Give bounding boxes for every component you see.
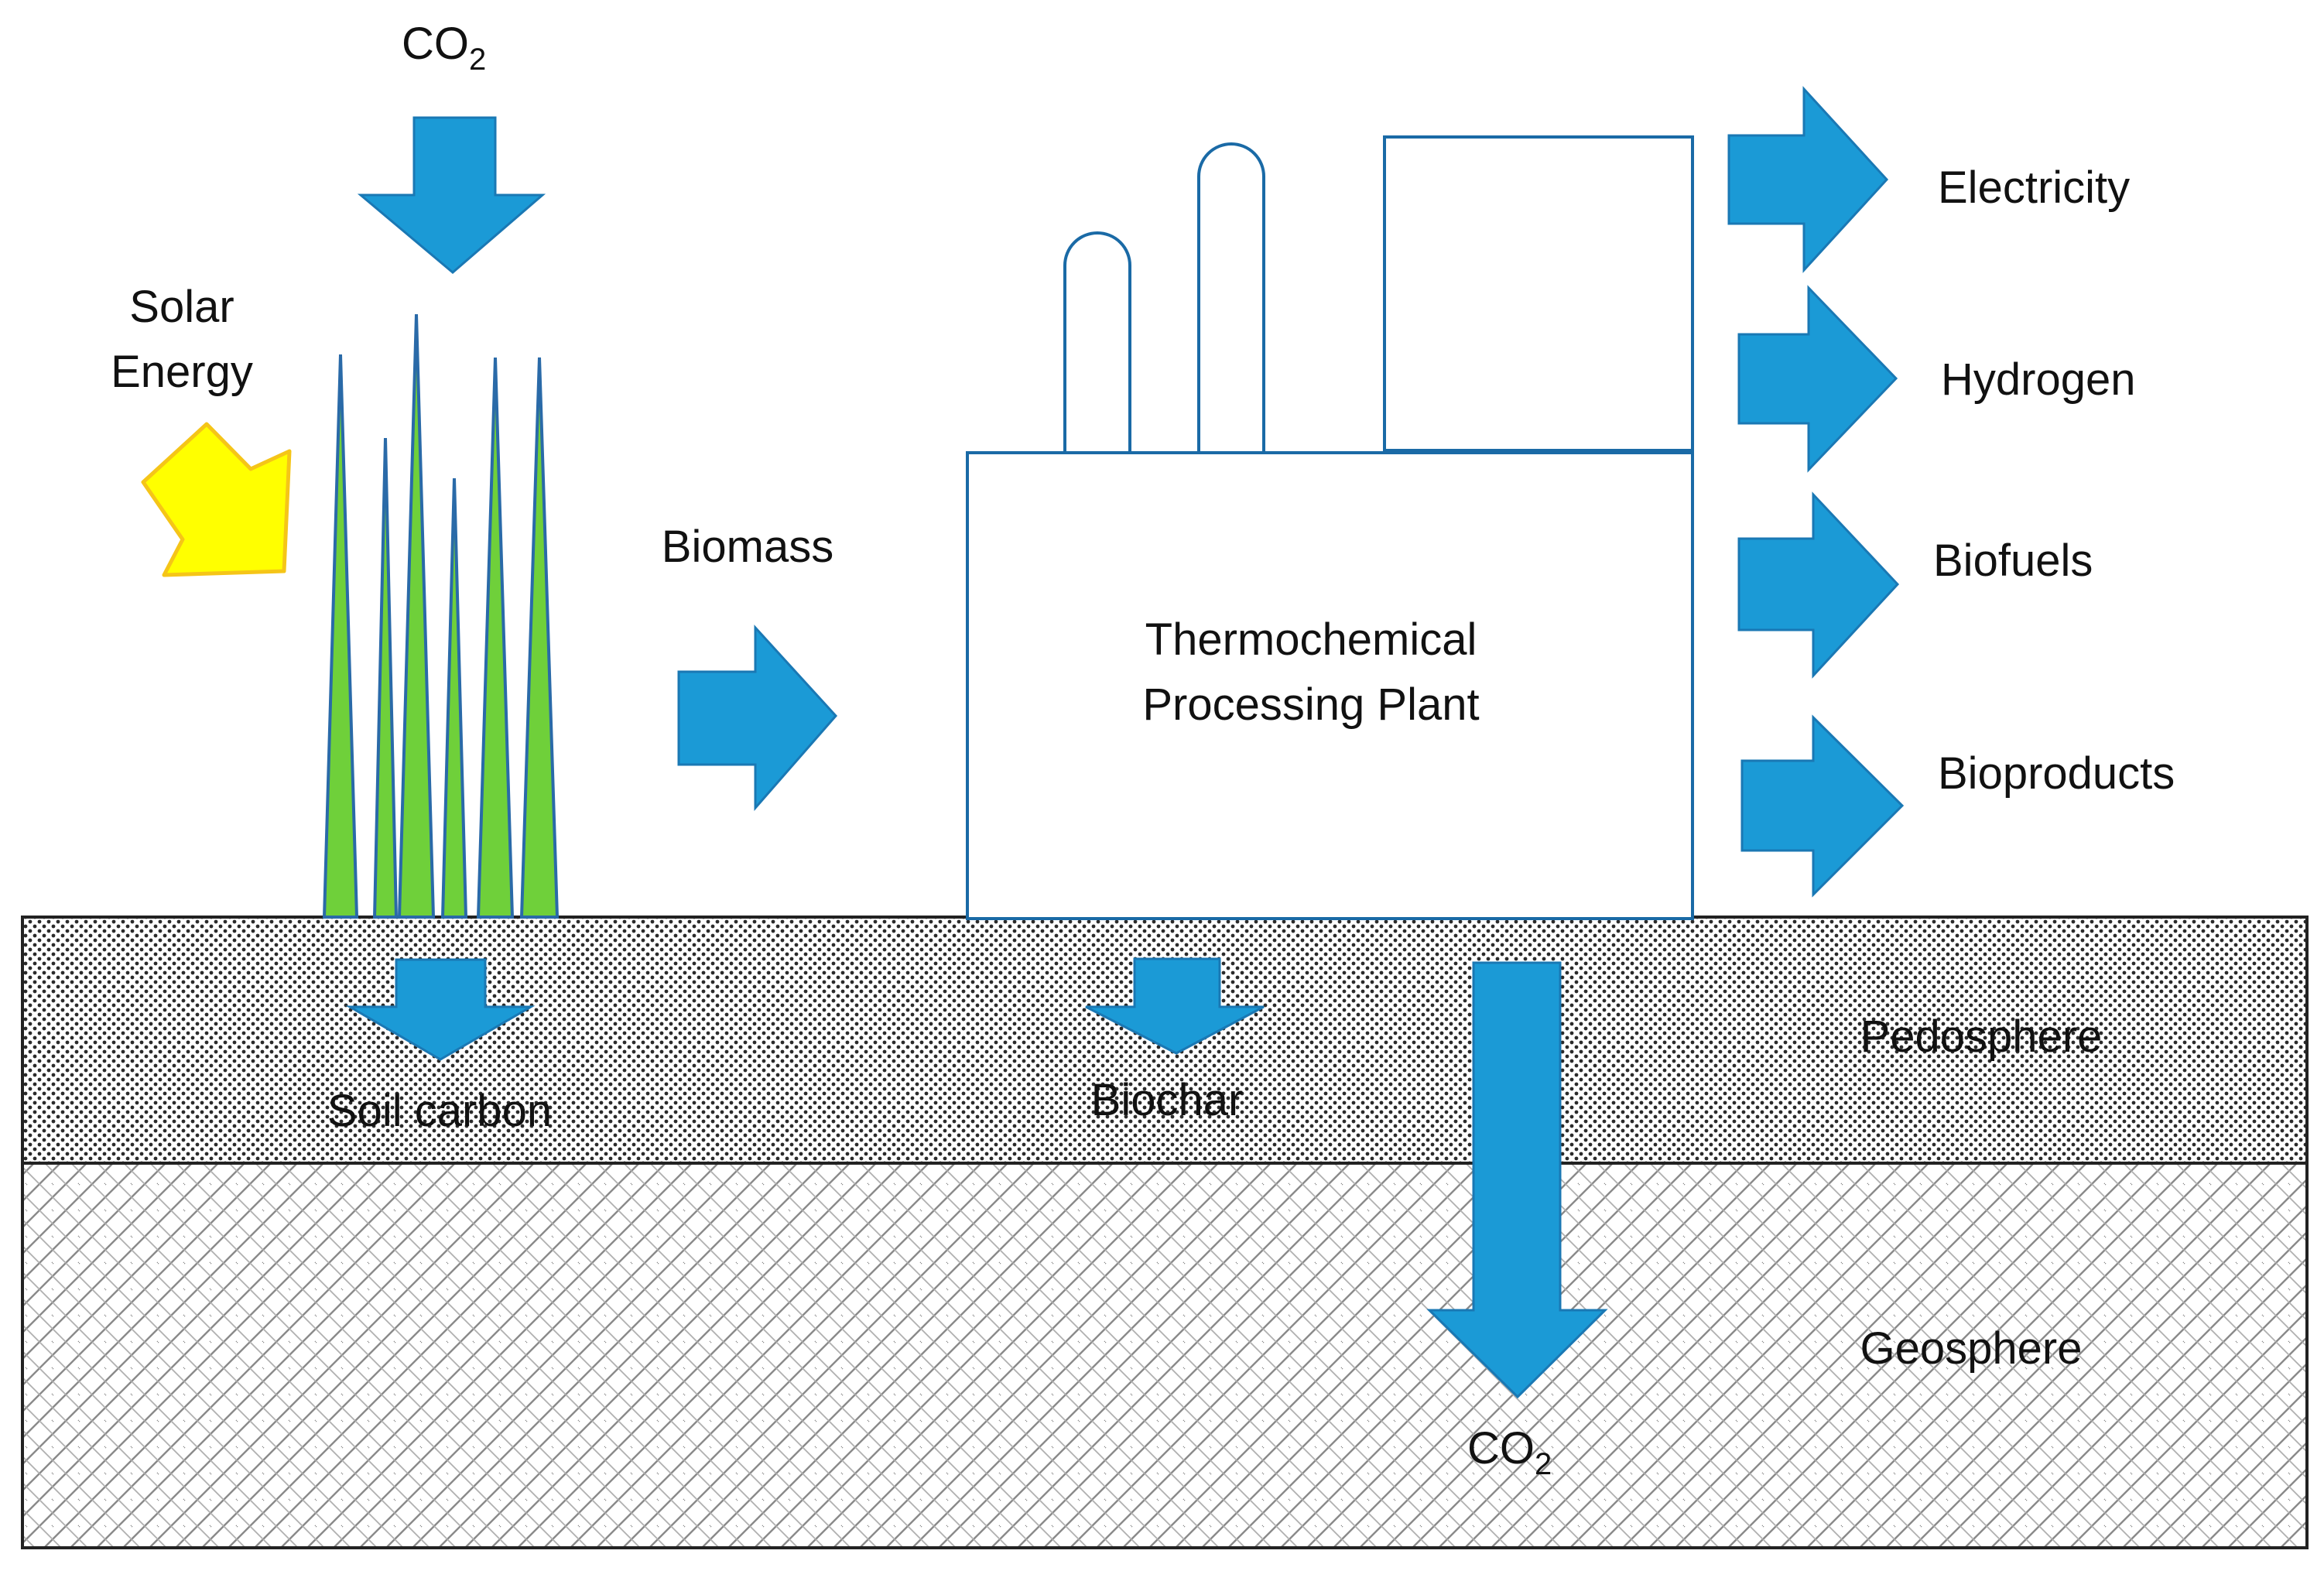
biofuels-label: Biofuels xyxy=(1933,536,2093,586)
grass-blade xyxy=(397,313,436,919)
co2-bottom-label: CO2 xyxy=(1467,1423,1552,1481)
solar-energy-label-line1: Solar xyxy=(129,282,234,332)
solar-energy-label-line2: Energy xyxy=(111,347,253,397)
co2-bottom-subscript: 2 xyxy=(1535,1447,1552,1481)
hydrogen-arrow xyxy=(1737,285,1898,473)
grass-plants xyxy=(322,313,560,919)
plant-tower xyxy=(1383,135,1694,452)
grass-blade xyxy=(440,477,468,919)
solar-energy-arrow xyxy=(141,422,292,577)
grass-blade xyxy=(519,357,560,919)
bioproducts-label: Bioproducts xyxy=(1938,748,2175,799)
electricity-label: Electricity xyxy=(1938,163,2130,213)
plant-main-building xyxy=(966,451,1694,920)
co2-top-label: CO2 xyxy=(402,19,486,77)
soil-carbon-label: Soil carbon xyxy=(327,1086,552,1136)
pedosphere-label: Pedosphere xyxy=(1860,1011,2103,1062)
biochar-label: Biochar xyxy=(1091,1075,1244,1125)
biomass-label: Biomass xyxy=(662,522,833,572)
biofuels-arrow xyxy=(1737,491,1900,679)
geosphere-layer xyxy=(21,1162,2309,1549)
biochar-arrow xyxy=(1085,957,1265,1055)
co2-sequestration-arrow xyxy=(1426,961,1608,1399)
plant-stack-tall xyxy=(1197,142,1265,453)
plant-label-line2: Processing Plant xyxy=(1142,679,1479,730)
plant-stack-short xyxy=(1063,231,1131,453)
co2-input-arrow xyxy=(357,116,546,274)
geosphere-label: Geosphere xyxy=(1860,1323,2083,1374)
processing-plant xyxy=(966,135,1694,920)
biomass-arrow xyxy=(677,625,838,811)
hydrogen-label: Hydrogen xyxy=(1941,354,2135,405)
grass-blade xyxy=(372,437,399,919)
plant-label-line1: Thermochemical xyxy=(1145,614,1477,665)
bioproducts-arrow xyxy=(1740,714,1905,898)
grass-blade xyxy=(322,354,359,919)
soil-carbon-arrow xyxy=(345,958,536,1061)
grass-blade xyxy=(476,357,515,919)
electricity-arrow xyxy=(1727,86,1889,273)
co2-top-subscript: 2 xyxy=(469,43,486,77)
